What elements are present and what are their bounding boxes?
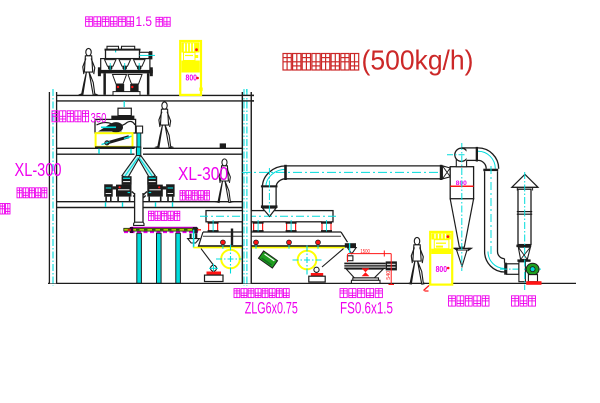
svg-text:1500: 1500 <box>360 249 370 255</box>
svg-text:XL-300: XL-300 <box>15 160 62 180</box>
svg-text:800: 800 <box>436 265 448 274</box>
svg-text:1.5: 1.5 <box>136 14 153 29</box>
svg-text:800: 800 <box>186 74 198 83</box>
svg-text:(500kg/h): (500kg/h) <box>362 45 474 76</box>
svg-text:XL-300: XL-300 <box>178 164 228 184</box>
svg-text:540: 540 <box>386 271 392 280</box>
svg-text:ZLG6x0.75: ZLG6x0.75 <box>245 300 298 318</box>
svg-text:FS0.6x1.5: FS0.6x1.5 <box>340 300 393 318</box>
svg-text:350: 350 <box>91 111 107 126</box>
